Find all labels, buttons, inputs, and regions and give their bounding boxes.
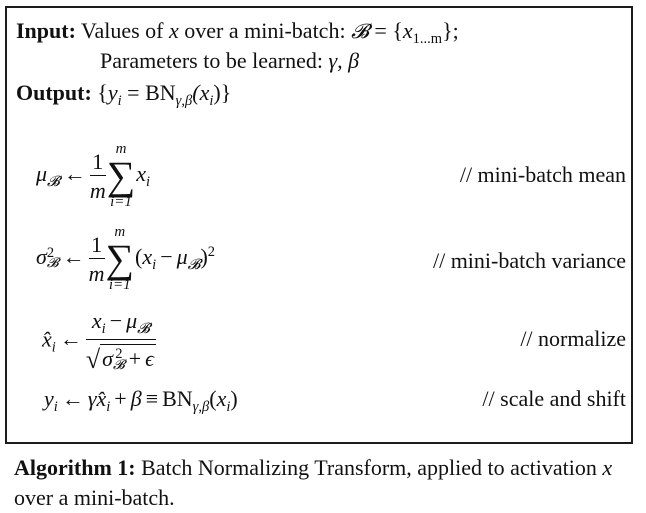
- algorithm-caption: Algorithm 1: Batch Normalizing Transform…: [14, 453, 634, 513]
- caption-text: Batch Normalizing Transform, applied to …: [141, 455, 597, 480]
- comment-mean: // mini-batch mean: [459, 162, 626, 187]
- output-open: {: [97, 80, 108, 105]
- params-vars: γ, β: [328, 48, 360, 73]
- comment-normalize: // normalize: [520, 326, 626, 351]
- output-i: i: [117, 93, 122, 110]
- input-text: Values of: [81, 18, 164, 43]
- set-elem: x: [402, 18, 413, 43]
- set-symbol: 𝓑: [351, 19, 369, 43]
- caption-var: x: [602, 455, 613, 480]
- output-label: Output:: [16, 80, 92, 105]
- bn-sub: γ,β: [175, 93, 193, 110]
- input-line: Input: Values of x over a mini-batch: 𝓑 …: [16, 20, 459, 47]
- set-close: };: [442, 18, 459, 43]
- input-text2: over a mini-batch:: [184, 18, 346, 43]
- params-text: Parameters to be learned:: [100, 48, 323, 73]
- algorithm-box: [5, 6, 633, 444]
- output-arg-i: i: [209, 93, 214, 110]
- comment-variance: // mini-batch variance: [432, 248, 626, 273]
- input-label: Input:: [16, 18, 76, 43]
- caption-label: Algorithm 1:: [14, 455, 136, 480]
- output-arg: (x: [192, 80, 210, 105]
- params-line: Parameters to be learned: γ, β: [100, 50, 359, 72]
- bn-label: BN: [145, 80, 176, 105]
- output-close: )}: [213, 80, 232, 105]
- output-eq: =: [127, 80, 140, 105]
- comment-scale-shift: // scale and shift: [482, 386, 626, 411]
- equation-scale-shift: yi←γx̂i+β≡BNγ,β(xi): [44, 386, 238, 416]
- output-line: Output: {yi = BNγ,β(xi)}: [16, 82, 231, 109]
- set-sub: 1...m: [412, 31, 443, 48]
- output-y: y: [107, 80, 118, 105]
- input-var: x: [169, 18, 179, 43]
- set-eq: = {: [374, 18, 403, 43]
- caption-text2: over a mini-batch.: [14, 485, 175, 510]
